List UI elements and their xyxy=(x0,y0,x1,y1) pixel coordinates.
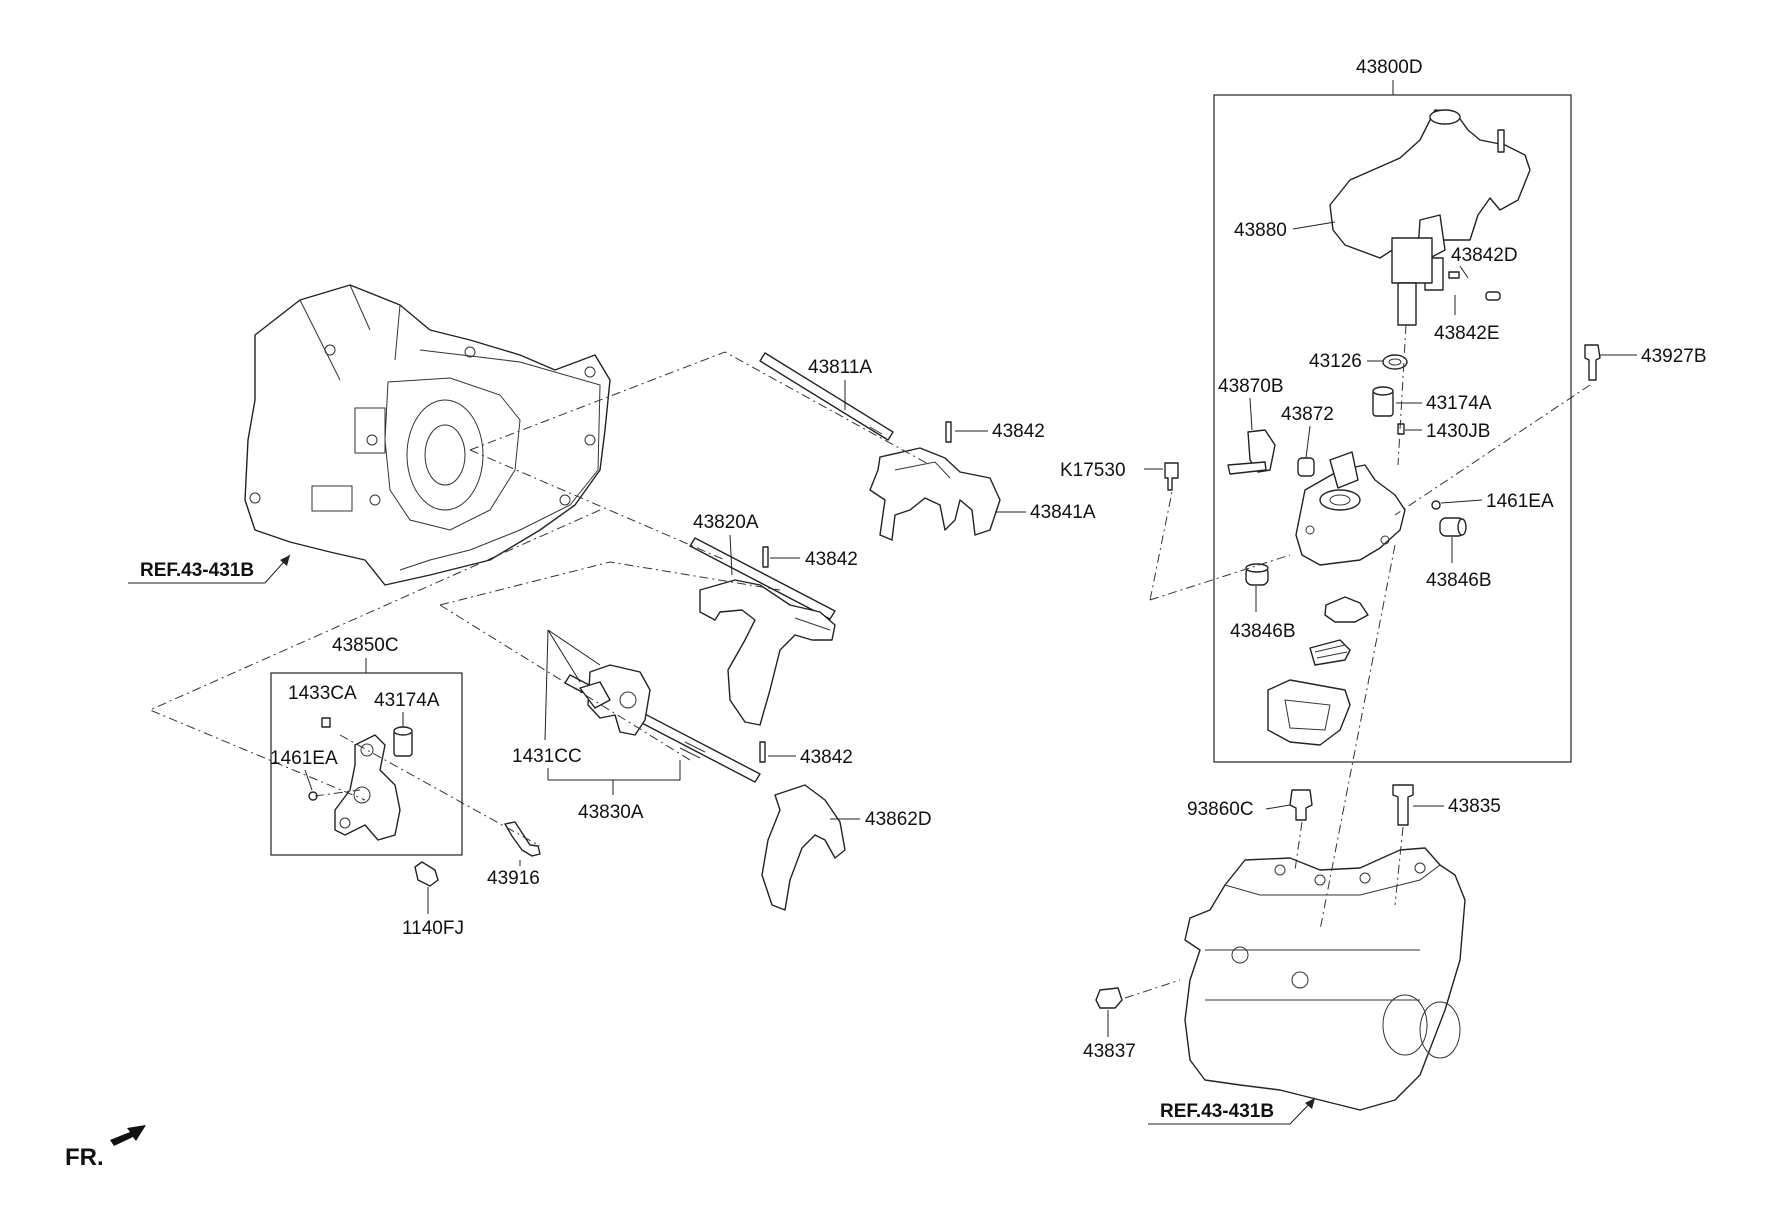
label-43846B-left[interactable]: 43846B xyxy=(1230,621,1296,642)
label-43927B[interactable]: 43927B xyxy=(1641,346,1707,367)
ref-label-right: REF.43-431B xyxy=(1160,1101,1274,1122)
pin-43842-middle[interactable] xyxy=(762,546,769,568)
label-43830A[interactable]: 43830A xyxy=(578,802,644,823)
label-93860C[interactable]: 93860C xyxy=(1187,799,1254,820)
label-43862D[interactable]: 43862D xyxy=(865,809,932,830)
label-43841A[interactable]: 43841A xyxy=(1030,502,1096,523)
bushing-43174A-right[interactable] xyxy=(1372,386,1394,417)
plug-43835[interactable] xyxy=(1392,784,1414,826)
label-1461EA-left[interactable]: 1461EA xyxy=(270,748,338,769)
label-43850C[interactable]: 43850C xyxy=(332,635,399,656)
front-direction-indicator: FR. xyxy=(65,1125,146,1171)
shift-lever-43850C[interactable] xyxy=(334,734,401,841)
plug-43846B-left[interactable] xyxy=(1245,563,1269,586)
label-1430JB[interactable]: 1430JB xyxy=(1426,421,1490,442)
bolt-1140FJ[interactable] xyxy=(414,861,439,887)
label-1433CA[interactable]: 1433CA xyxy=(288,683,357,704)
bolt-1433CA[interactable] xyxy=(321,717,331,728)
sensor-K17530[interactable] xyxy=(1164,462,1179,491)
ref-callout-left[interactable]: REF.43-431B xyxy=(128,554,291,584)
label-43174A-left[interactable]: 43174A xyxy=(374,690,440,711)
assembly-lines xyxy=(148,324,1591,999)
shift-rail-43820A[interactable] xyxy=(689,537,836,620)
label-43174A-right[interactable]: 43174A xyxy=(1426,393,1492,414)
shift-lug-1431CC[interactable] xyxy=(579,664,651,736)
label-43835[interactable]: 43835 xyxy=(1448,796,1501,817)
label-1140FJ[interactable]: 1140FJ xyxy=(402,918,464,939)
label-43872[interactable]: 43872 xyxy=(1281,404,1334,425)
pin-43842D[interactable] xyxy=(1485,291,1501,301)
label-1431CC[interactable]: 1431CC xyxy=(512,746,582,767)
plug-43846B-right[interactable] xyxy=(1439,517,1467,537)
switch-93860C[interactable] xyxy=(1289,789,1313,821)
bolt-43927B[interactable] xyxy=(1584,344,1601,381)
control-housing[interactable] xyxy=(1295,451,1406,566)
return-spring[interactable] xyxy=(1309,639,1351,666)
ref-callout-right[interactable]: REF.43-431B xyxy=(1148,1097,1316,1125)
label-43811A[interactable]: 43811A xyxy=(808,357,872,378)
control-lever-43880[interactable] xyxy=(1329,109,1531,326)
label-43842-lower[interactable]: 43842 xyxy=(800,747,853,768)
front-arrow-icon xyxy=(110,1125,146,1146)
plug-43837[interactable] xyxy=(1095,987,1123,1009)
transaxle-case-left[interactable] xyxy=(244,284,611,586)
pin-43842E[interactable] xyxy=(1448,271,1460,279)
ref-label-left: REF.43-431B xyxy=(140,560,254,581)
shift-rail-43811A[interactable] xyxy=(759,352,894,441)
label-43842E[interactable]: 43842E xyxy=(1434,323,1500,344)
label-1461EA-right[interactable]: 1461EA xyxy=(1486,491,1554,512)
bracket-guide[interactable] xyxy=(1267,679,1351,746)
detent-plate[interactable] xyxy=(1324,596,1369,623)
transaxle-case-right[interactable] xyxy=(1184,847,1466,1111)
shift-fork-43820A[interactable] xyxy=(699,579,836,726)
pin-43842-lower[interactable] xyxy=(759,741,766,763)
shift-fork-43841A[interactable] xyxy=(869,447,1001,541)
fr-label: FR. xyxy=(65,1144,104,1171)
bolt-43916[interactable] xyxy=(504,821,541,857)
clip-1461EA-right[interactable] xyxy=(1431,500,1441,510)
label-43842-middle[interactable]: 43842 xyxy=(805,549,858,570)
label-43837[interactable]: 43837 xyxy=(1083,1041,1136,1062)
label-43846B-right[interactable]: 43846B xyxy=(1426,570,1492,591)
label-43126[interactable]: 43126 xyxy=(1309,351,1362,372)
seal-43126[interactable] xyxy=(1382,354,1408,370)
label-43880[interactable]: 43880 xyxy=(1234,220,1287,241)
switch-43870B[interactable] xyxy=(1227,429,1276,475)
label-43870B[interactable]: 43870B xyxy=(1218,376,1284,397)
bolt-1430JB[interactable] xyxy=(1397,423,1405,435)
label-K17530[interactable]: K17530 xyxy=(1060,460,1126,481)
bushing-43174A-left[interactable] xyxy=(393,726,413,757)
label-43842D[interactable]: 43842D xyxy=(1451,245,1518,266)
pin-43842-upper[interactable] xyxy=(945,421,952,443)
part-labels: 43800D 43880 43842D 43842E 43927B 43126 … xyxy=(270,57,1707,1062)
label-43916[interactable]: 43916 xyxy=(487,868,540,889)
label-43800D[interactable]: 43800D xyxy=(1356,57,1423,78)
spring-43872[interactable] xyxy=(1297,457,1315,477)
shift-fork-43862D[interactable] xyxy=(761,784,846,911)
label-43842-upper[interactable]: 43842 xyxy=(992,421,1045,442)
label-43820A[interactable]: 43820A xyxy=(693,512,759,533)
